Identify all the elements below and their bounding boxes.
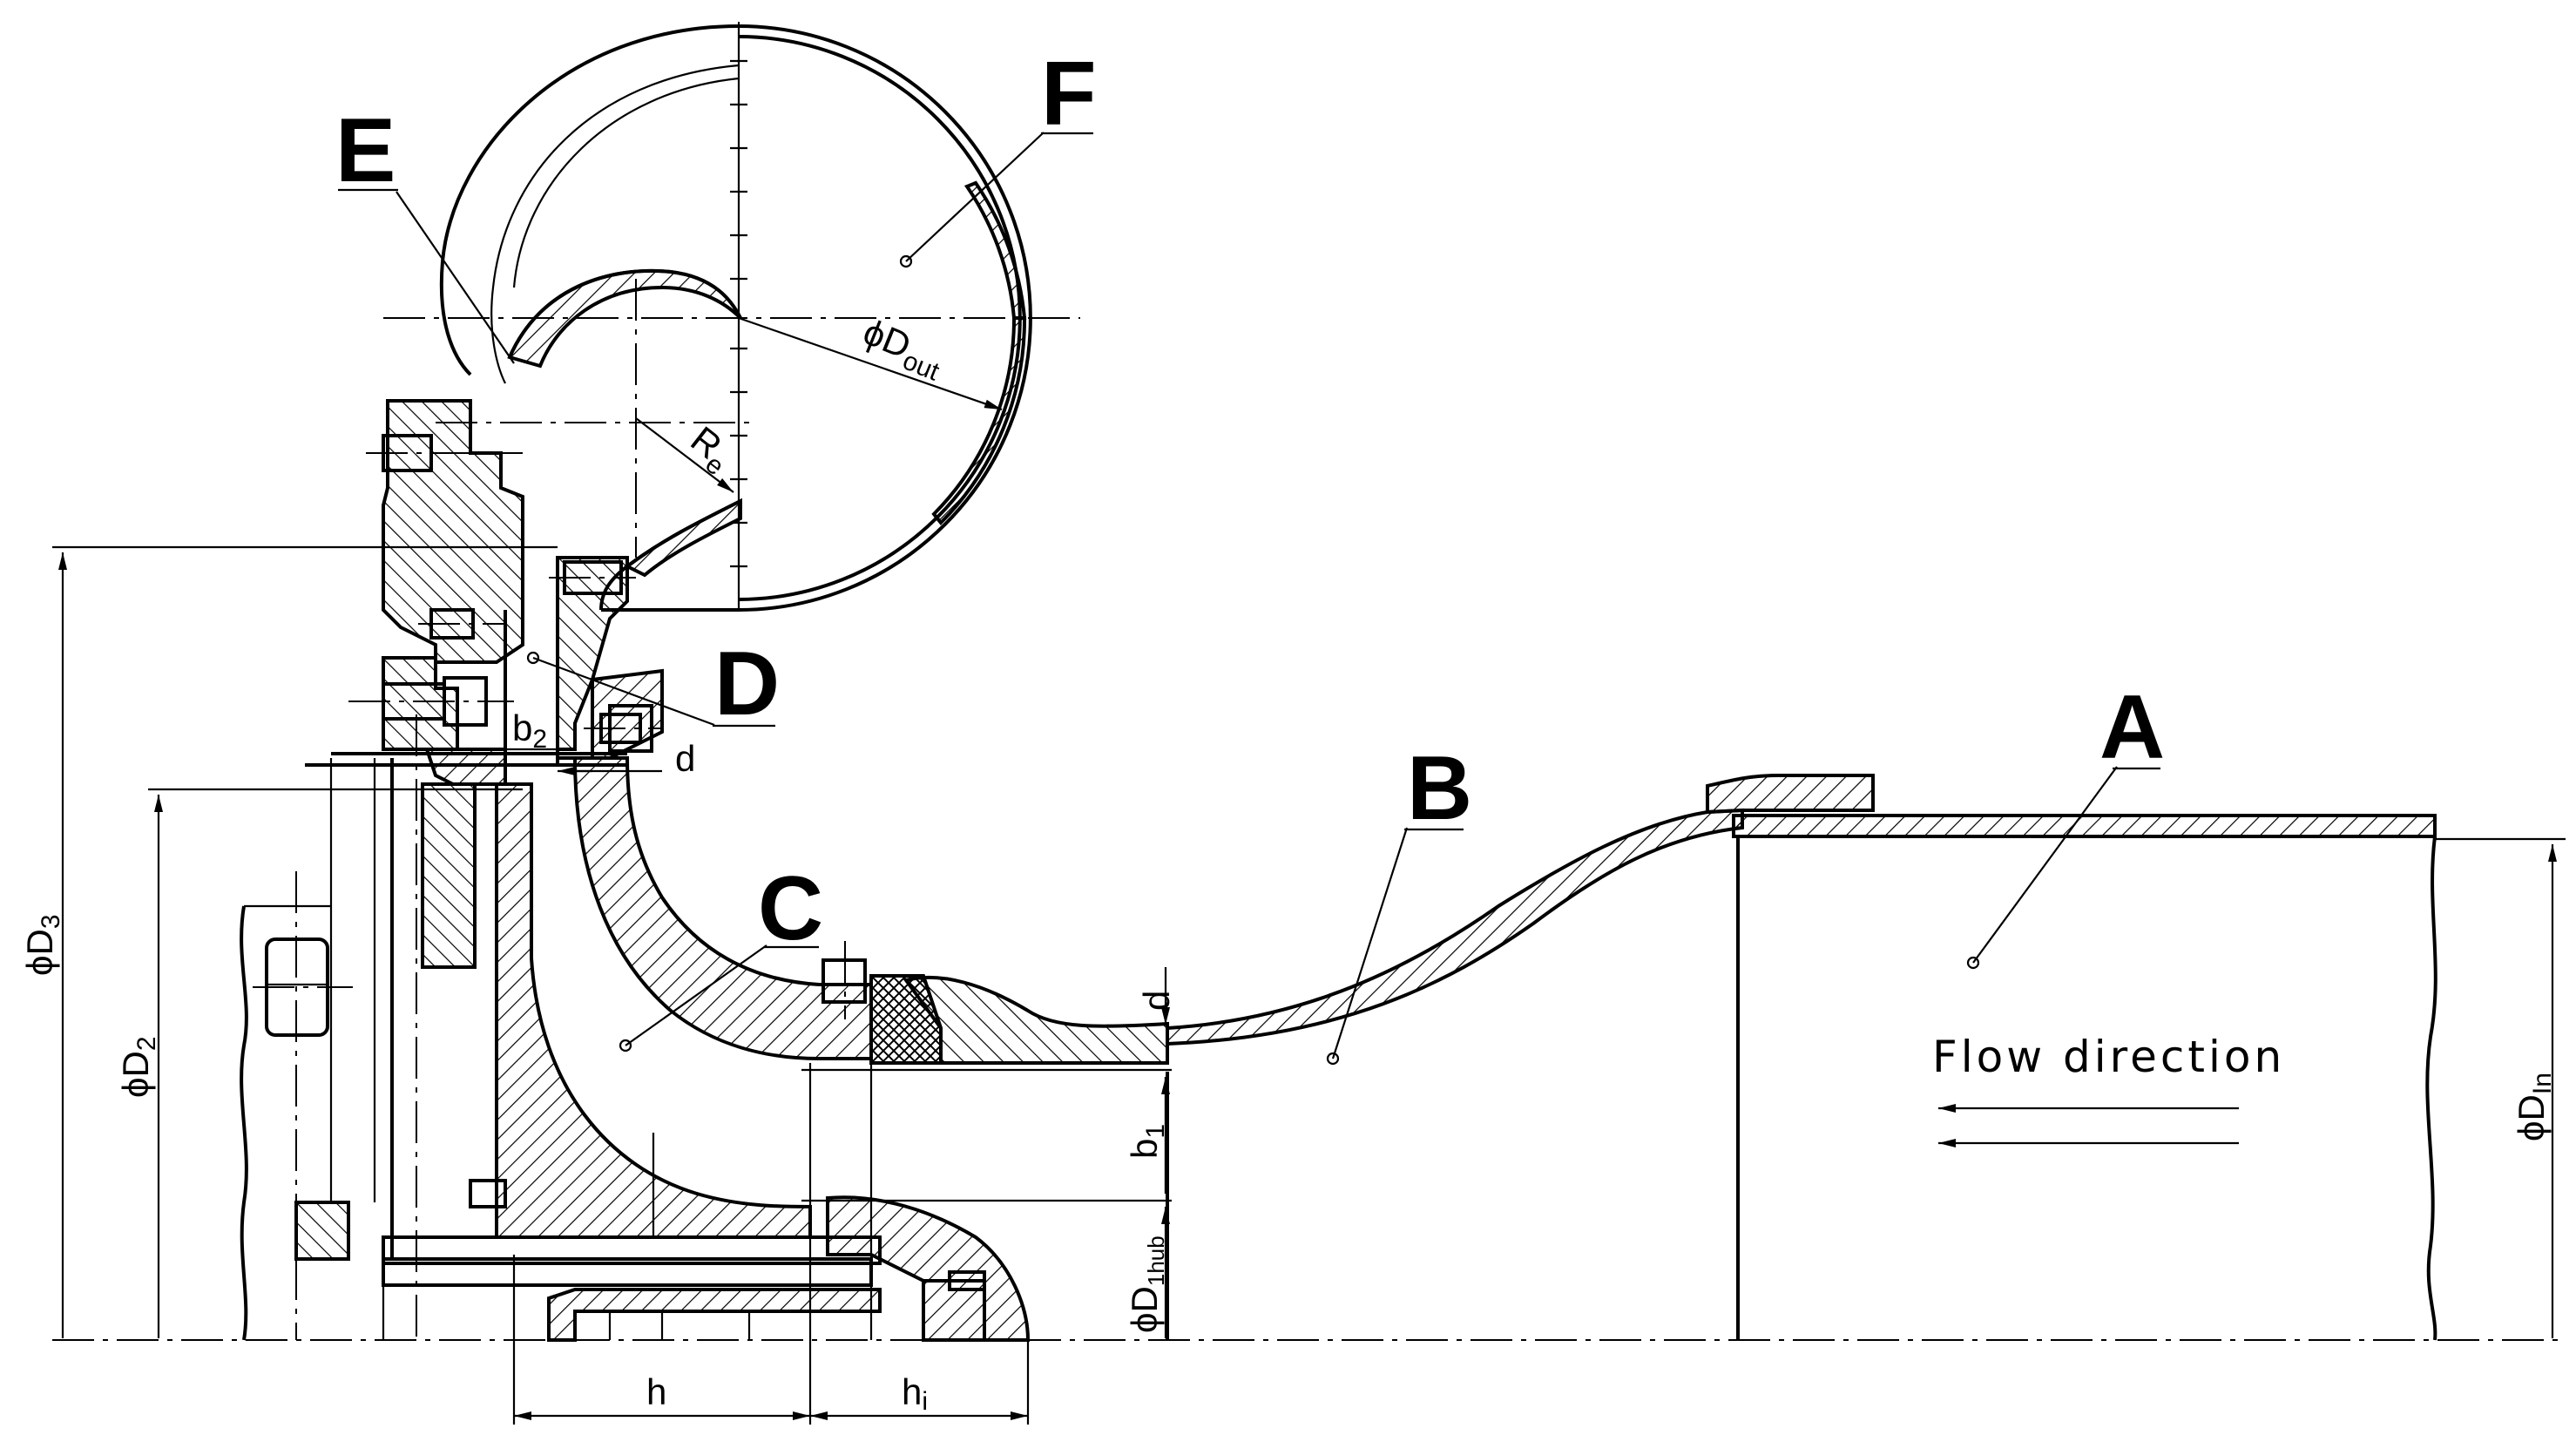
label-a: A [2099,677,2165,778]
svg-text:ϕD3: ϕD3 [19,914,65,976]
label-b: B [1407,738,1472,839]
dim-d3-sub: 3 [37,914,65,929]
dim-b2-sub: 2 [532,725,547,754]
inlet-duct [1166,774,2437,1341]
split-ticks [730,59,747,568]
svg-text:ϕD1hub: ϕD1hub [1124,1235,1169,1333]
dim-din: ϕD [2511,1094,2552,1141]
svg-text:ϕDIn: ϕDIn [2511,1073,2557,1141]
dim-din-sub: In [2528,1073,2557,1094]
dim-b1-sub: 1 [1141,1124,1170,1139]
label-d: D [714,633,780,734]
label-f: F [1041,44,1097,145]
dim-b1: b [1124,1139,1165,1159]
svg-text:Re: Re [679,418,741,481]
dim-d3: ϕD [19,929,60,976]
dim-hi: h [902,1371,922,1412]
svg-text:ϕD2: ϕD2 [115,1036,161,1098]
dim-dhub: ϕD [1124,1286,1165,1333]
dim-d-diffuser: d [675,738,695,779]
dim-h: h [646,1371,666,1412]
dimension-lines [52,316,2566,1425]
dim-d2: ϕD [115,1051,156,1098]
dim-d2-sub: 2 [132,1036,161,1051]
flow-direction-label: Flow direction [1932,1032,2285,1082]
dim-dhub-sub: 1hub [1143,1235,1169,1286]
diffuser-channel [504,558,559,771]
svg-text:b2: b2 [512,707,547,754]
dim-d-shroud: d [1136,991,1177,1011]
label-c: C [758,858,823,959]
flow-arrows [1938,1104,2239,1147]
part-labels: A B C D E F [335,44,2165,1066]
svg-text:b1: b1 [1124,1124,1170,1159]
svg-text:hi: hi [902,1371,928,1416]
impeller-shroud [382,756,1169,1342]
label-e: E [335,100,396,201]
dim-b2: b [512,707,532,748]
dim-hi-sub: i [922,1387,928,1416]
